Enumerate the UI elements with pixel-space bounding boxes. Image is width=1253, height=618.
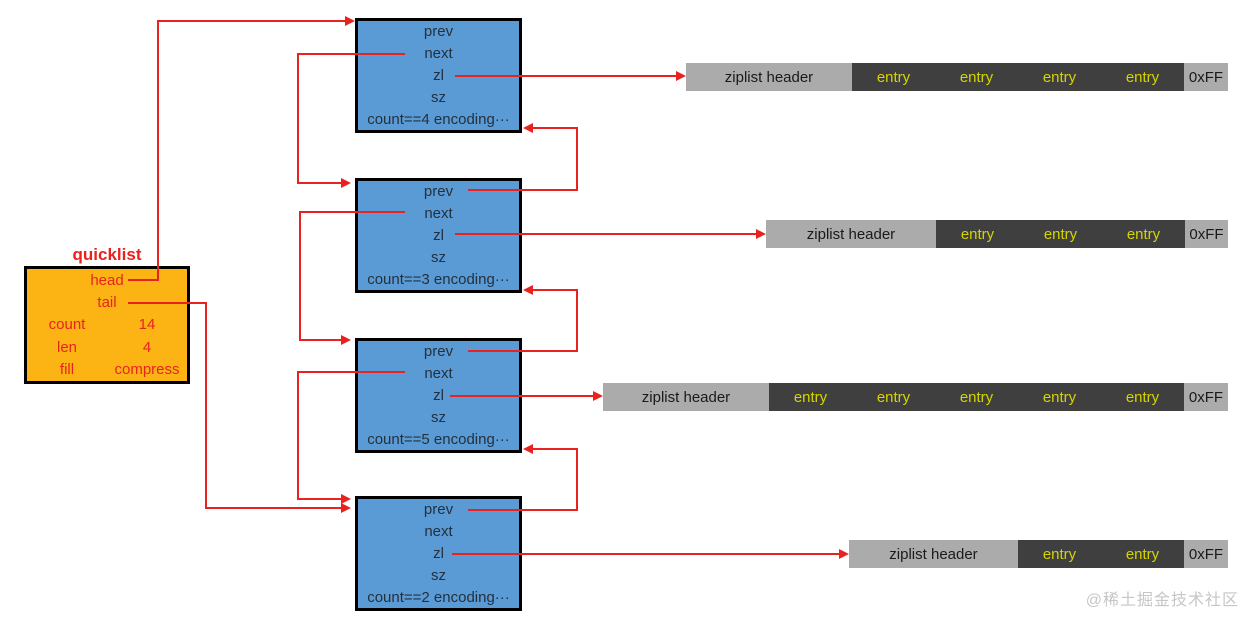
node4-prev-line bbox=[468, 509, 578, 511]
node4-field-next: next bbox=[424, 523, 453, 541]
quicklist-field-count-label: count bbox=[48, 316, 86, 334]
ziplist4-entry: entry bbox=[1101, 540, 1184, 568]
node3-prev-line bbox=[576, 289, 578, 352]
node1-next-line bbox=[297, 53, 405, 55]
ziplist-3: ziplist header entry entry entry entry e… bbox=[603, 383, 1228, 411]
node2-zl-line bbox=[455, 233, 756, 235]
head-pointer-line bbox=[157, 20, 159, 281]
ziplist1-entry: entry bbox=[1101, 63, 1184, 91]
quicklist-box: head tail count 14 len 4 fill compress bbox=[24, 266, 190, 384]
node3-next-line bbox=[297, 371, 405, 373]
ziplist3-entry: entry bbox=[935, 383, 1018, 411]
head-pointer-line bbox=[128, 279, 159, 281]
ziplist3-entry: entry bbox=[852, 383, 935, 411]
ziplist1-entry: entry bbox=[935, 63, 1018, 91]
quicklist-node-2: prev next zl sz count==3 encoding··· bbox=[355, 178, 522, 293]
node3-prev-line bbox=[533, 289, 578, 291]
ziplist3-entry: entry bbox=[1101, 383, 1184, 411]
node4-field-count: count==2 encoding··· bbox=[367, 588, 510, 606]
node2-field-zl: zl bbox=[433, 226, 444, 244]
node1-field-next: next bbox=[424, 45, 453, 63]
ziplist1-entry: entry bbox=[852, 63, 935, 91]
head-pointer-line bbox=[157, 20, 346, 22]
node1-next-line bbox=[297, 53, 299, 184]
head-arrowhead-icon bbox=[345, 16, 355, 26]
node2-field-next: next bbox=[424, 205, 453, 223]
node2-next-line bbox=[299, 211, 301, 341]
quicklist-field-fill-value: compress bbox=[114, 361, 180, 379]
ziplist2-entry: entry bbox=[936, 220, 1019, 248]
tail-pointer-line bbox=[205, 302, 207, 509]
node1-field-sz: sz bbox=[431, 88, 446, 106]
node4-zl-line bbox=[452, 553, 839, 555]
node1-zl-arrowhead-icon bbox=[676, 71, 686, 81]
node2-prev-line bbox=[576, 127, 578, 191]
node3-next-line bbox=[297, 498, 341, 500]
node3-field-sz: sz bbox=[431, 408, 446, 426]
node4-prev-arrowhead-icon bbox=[523, 444, 533, 454]
node3-zl-line bbox=[450, 395, 593, 397]
ziplist1-header: ziplist header bbox=[686, 63, 852, 91]
ziplist3-terminator: 0xFF bbox=[1184, 383, 1228, 411]
tail-pointer-line bbox=[205, 507, 341, 509]
node4-field-sz: sz bbox=[431, 566, 446, 584]
node3-field-next: next bbox=[424, 365, 453, 383]
quicklist-field-fill-label: fill bbox=[59, 361, 75, 379]
node2-field-count: count==3 encoding··· bbox=[367, 270, 510, 288]
quicklist-field-head: head bbox=[90, 271, 124, 289]
node1-field-prev: prev bbox=[423, 23, 454, 41]
ziplist-2: ziplist header entry entry entry 0xFF bbox=[766, 220, 1228, 248]
ziplist3-entry: entry bbox=[769, 383, 852, 411]
ziplist3-header: ziplist header bbox=[603, 383, 769, 411]
ziplist-4: ziplist header entry entry 0xFF bbox=[849, 540, 1228, 568]
node2-next-line bbox=[299, 339, 341, 341]
node1-next-line bbox=[297, 182, 341, 184]
node3-next-line bbox=[297, 371, 299, 500]
node2-zl-arrowhead-icon bbox=[756, 229, 766, 239]
ziplist2-header: ziplist header bbox=[766, 220, 936, 248]
ziplist1-terminator: 0xFF bbox=[1184, 63, 1228, 91]
node3-prev-arrowhead-icon bbox=[523, 285, 533, 295]
node2-prev-line bbox=[533, 127, 578, 129]
node2-next-arrowhead-icon bbox=[341, 335, 351, 345]
node4-field-prev: prev bbox=[423, 501, 454, 519]
node2-prev-arrowhead-icon bbox=[523, 123, 533, 133]
node1-field-count: count==4 encoding··· bbox=[367, 110, 510, 128]
node3-zl-arrowhead-icon bbox=[593, 391, 603, 401]
ziplist2-entry: entry bbox=[1102, 220, 1185, 248]
quicklist-field-len-label: len bbox=[56, 338, 78, 356]
ziplist1-entry: entry bbox=[1018, 63, 1101, 91]
ziplist2-terminator: 0xFF bbox=[1185, 220, 1228, 248]
ziplist4-entry: entry bbox=[1018, 540, 1101, 568]
node4-field-zl: zl bbox=[433, 544, 444, 562]
node4-prev-line bbox=[533, 448, 578, 450]
node1-zl-line bbox=[455, 75, 676, 77]
quicklist-field-tail: tail bbox=[97, 294, 117, 312]
quicklist-field-count-value: 14 bbox=[138, 316, 156, 334]
node1-field-zl: zl bbox=[433, 66, 444, 84]
quicklist-field-len-value: 4 bbox=[142, 338, 152, 356]
node2-field-prev: prev bbox=[423, 183, 454, 201]
node2-next-line bbox=[299, 211, 405, 213]
node1-next-arrowhead-icon bbox=[341, 178, 351, 188]
node4-prev-line bbox=[576, 448, 578, 511]
watermark: @稀土掘金技术社区 bbox=[1085, 592, 1239, 609]
node2-prev-line bbox=[468, 189, 578, 191]
tail-arrowhead-icon bbox=[341, 503, 351, 513]
ziplist3-entry: entry bbox=[1018, 383, 1101, 411]
node3-next-arrowhead-icon bbox=[341, 494, 351, 504]
tail-pointer-line bbox=[128, 302, 207, 304]
node3-prev-line bbox=[468, 350, 578, 352]
node4-zl-arrowhead-icon bbox=[839, 549, 849, 559]
node3-field-count: count==5 encoding··· bbox=[367, 430, 510, 448]
node3-field-zl: zl bbox=[433, 386, 444, 404]
node2-field-sz: sz bbox=[431, 248, 446, 266]
ziplist4-header: ziplist header bbox=[849, 540, 1018, 568]
quicklist-title: quicklist bbox=[72, 245, 142, 264]
ziplist4-terminator: 0xFF bbox=[1184, 540, 1228, 568]
node3-field-prev: prev bbox=[423, 343, 454, 361]
ziplist-1: ziplist header entry entry entry entry 0… bbox=[686, 63, 1228, 91]
ziplist2-entry: entry bbox=[1019, 220, 1102, 248]
